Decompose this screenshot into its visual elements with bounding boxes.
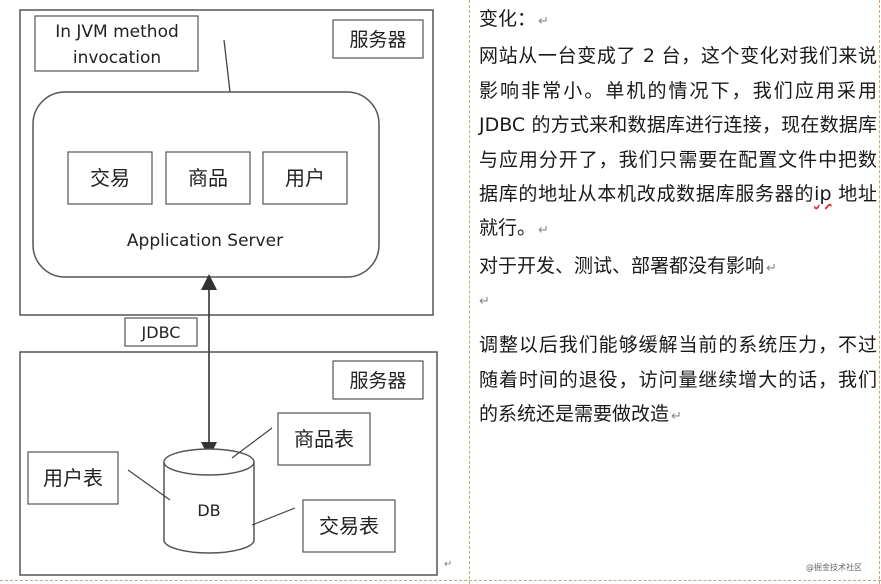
top-server-label-box [332, 19, 424, 59]
top-server-label: 服务器 [349, 29, 406, 51]
module-transaction: 交易 [90, 166, 130, 190]
table-box-transaction [302, 499, 396, 553]
bottom-server-label: 服务器 [349, 370, 406, 392]
module-product: 商品 [188, 166, 228, 190]
column-divider [469, 0, 470, 584]
invocation-label-box [34, 15, 199, 72]
table-box-product [277, 412, 371, 466]
table-transaction: 交易表 [319, 514, 379, 538]
app-server-label: Application Server [127, 231, 283, 251]
db-cylinder [163, 448, 255, 554]
top-server-box [19, 9, 434, 316]
empty-line: ↵ [479, 294, 490, 310]
invocation-label-line2: invocation [73, 48, 161, 68]
paragraph-3: 调整以后我们能够缓解当前的系统压力，不过随着时间的退役，访问量继续增大的话，我们… [479, 334, 877, 426]
paragraph-1: 网站从一台变成了 2 台，这个变化对我们来说影响非常小。单机的情况下，我们应用采… [479, 45, 877, 240]
module-box-transaction [67, 151, 153, 205]
bottom-server-box [19, 351, 438, 576]
architecture-diagram: 服务器 In JVM method invocation 交易 商品 用户 Ap… [19, 9, 438, 576]
bottom-server-label-box [332, 360, 424, 400]
transaction-connector [251, 507, 296, 526]
invocation-label-line1: In JVM method [55, 22, 179, 42]
explanation-text: 变化：↵ 网站从一台变成了 2 台，这个变化对我们来说影响非常小。单机的情况下，… [479, 2, 877, 434]
product-connector [231, 427, 273, 459]
module-box-user [262, 151, 348, 205]
paragraph-2: 对于开发、测试、部署都没有影响↵ [479, 254, 777, 277]
table-box-user [27, 451, 119, 505]
right-edge-rule [879, 0, 880, 584]
watermark: @掘金技术社区 [806, 563, 862, 572]
jdbc-label-box [124, 317, 198, 347]
ip-word: ip [814, 183, 832, 206]
jdbc-label: JDBC [141, 323, 181, 342]
table-user: 用户表 [43, 466, 103, 490]
invocation-pointer-line [223, 39, 231, 93]
db-label: DB [197, 501, 220, 520]
table-product: 商品表 [294, 427, 354, 451]
user-connector [127, 469, 171, 501]
module-user: 用户 [285, 166, 325, 190]
heading: 变化：↵ [479, 8, 549, 30]
module-box-product [165, 151, 251, 205]
bottom-rule [0, 580, 881, 581]
paragraph-mark: ↵ [444, 559, 453, 570]
